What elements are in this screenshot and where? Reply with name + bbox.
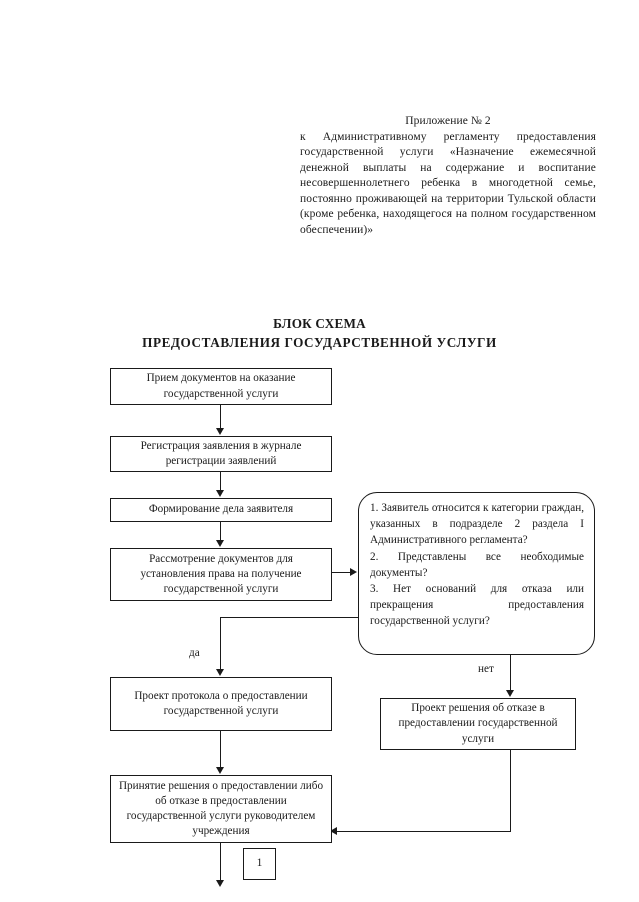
arrowhead-draft-protocol bbox=[216, 669, 224, 676]
edge-review-to-decision bbox=[332, 572, 351, 573]
page-title: БЛОК СХЕМА ПРЕДОСТАВЛЕНИЯ ГОСУДАРСТВЕННО… bbox=[0, 314, 639, 352]
arrowhead-next-page bbox=[216, 880, 224, 887]
page-title-line-2: ПРЕДОСТАВЛЕНИЯ ГОСУДАРСТВЕННОЙ УСЛУГИ bbox=[142, 335, 497, 350]
arrowhead-case-formation bbox=[216, 490, 224, 497]
decision-question-1: 1. Заявитель относится к категории гражд… bbox=[370, 502, 584, 547]
edge-final-to-next-page bbox=[220, 843, 221, 881]
edge-registration-to-case-formation bbox=[220, 472, 221, 491]
flow-node-decision: 1. Заявитель относится к категории гражд… bbox=[358, 492, 595, 655]
arrowhead-registration bbox=[216, 428, 224, 435]
flow-node-draft-protocol: Проект протокола о предоставлении госуда… bbox=[110, 677, 332, 731]
flow-node-intake: Прием документов на оказание государстве… bbox=[110, 368, 332, 405]
edge-decision-no-vertical bbox=[510, 655, 511, 691]
edge-draft-refusal-vertical bbox=[510, 750, 511, 831]
flow-node-review: Рассмотрение документов для установления… bbox=[110, 548, 332, 601]
arrowhead-decision bbox=[350, 568, 357, 576]
edge-draft-protocol-to-final bbox=[220, 731, 221, 768]
edge-label-no: нет bbox=[478, 663, 494, 675]
flow-node-final-decision: Принятие решения о предоставлении либо о… bbox=[110, 775, 332, 843]
appendix-header: Приложение № 2 к Административному регла… bbox=[300, 114, 596, 238]
decision-question-3: 3. Нет оснований для отказа или прекраще… bbox=[370, 583, 584, 628]
page-connector-box: 1 bbox=[243, 848, 276, 880]
edge-case-formation-to-review bbox=[220, 522, 221, 541]
page-title-line-1: БЛОК СХЕМА bbox=[273, 316, 366, 331]
appendix-label: Приложение № 2 bbox=[405, 115, 491, 127]
edge-decision-yes-horizontal bbox=[220, 617, 359, 618]
edge-intake-to-registration bbox=[220, 405, 221, 429]
edge-label-yes: да bbox=[189, 647, 200, 659]
edge-draft-refusal-horizontal bbox=[336, 831, 511, 832]
arrowhead-review bbox=[216, 540, 224, 547]
edge-decision-yes-vertical bbox=[220, 617, 221, 670]
decision-question-2: 2. Представлены все необходимые документ… bbox=[370, 550, 584, 579]
arrowhead-draft-refusal bbox=[506, 690, 514, 697]
flow-node-registration: Регистрация заявления в журнале регистра… bbox=[110, 436, 332, 472]
appendix-reference-text: к Административному регламенту предостав… bbox=[300, 130, 596, 236]
flow-node-case-formation: Формирование дела заявителя bbox=[110, 498, 332, 522]
arrowhead-final-decision-right bbox=[330, 827, 337, 835]
flow-node-draft-refusal: Проект решения об отказе в предоставлени… bbox=[380, 698, 576, 750]
arrowhead-final-decision-top bbox=[216, 767, 224, 774]
